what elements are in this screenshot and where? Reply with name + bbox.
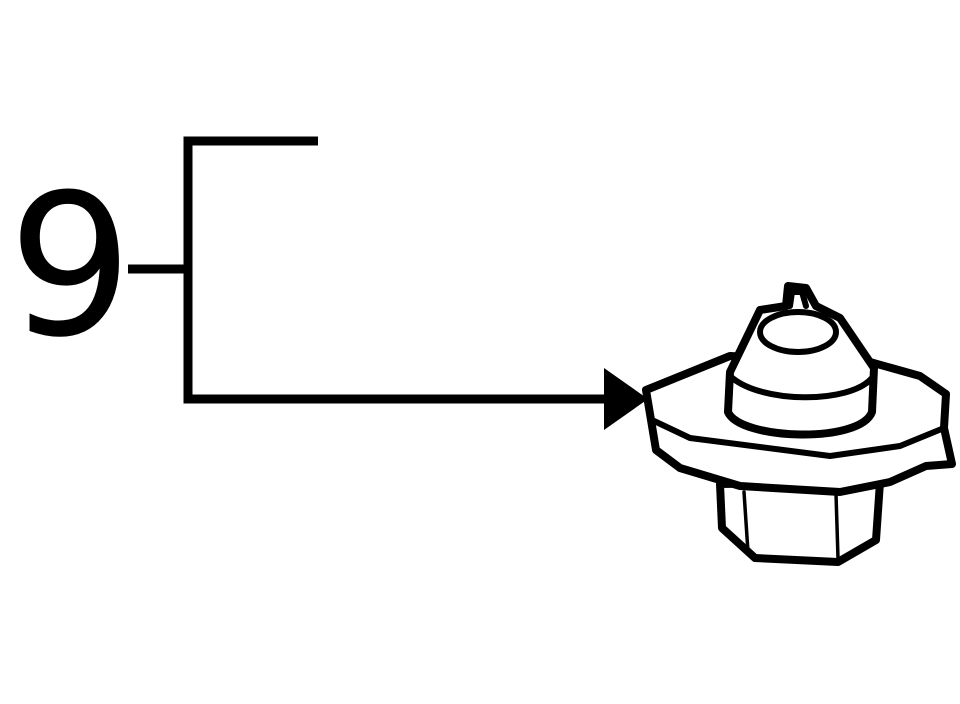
hex-edge-left [742,490,750,554]
hex-edge-right [834,492,840,560]
cap-ring-lower [727,373,875,401]
socket-cap [724,282,878,439]
leader-line [183,136,606,404]
callout-number: 9 [8,153,133,381]
socket-part [642,282,956,566]
arrow-head-icon [604,368,648,430]
cap-pin [787,289,809,309]
leader-bracket [128,136,648,430]
cap-ring-top [757,309,839,355]
flange-top-edge [649,417,947,459]
